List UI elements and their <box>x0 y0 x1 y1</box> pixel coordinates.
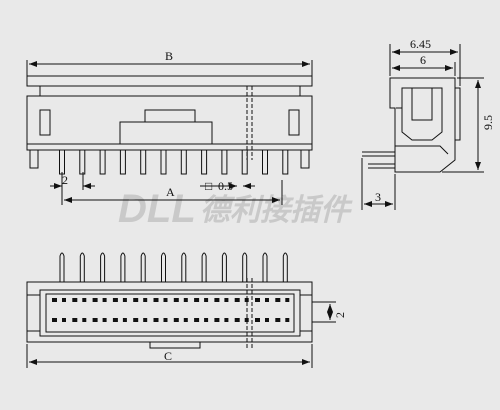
pin-hole <box>82 298 87 302</box>
side-view <box>361 44 484 210</box>
pin-hole <box>224 318 229 322</box>
front-pin <box>241 149 248 175</box>
pin-hole <box>204 318 209 322</box>
pin-hole <box>133 298 139 302</box>
front-view <box>26 60 313 205</box>
dim-height-label: 9.5 <box>481 115 495 130</box>
standing-pin <box>221 252 227 282</box>
watermark-chinese: 德利接插件 <box>200 193 353 228</box>
standing-pin <box>59 252 65 282</box>
pin-hole <box>234 318 240 322</box>
front-pin <box>99 149 106 175</box>
pin-hole <box>214 298 220 302</box>
dim-pin-tail-label: 3 <box>375 190 381 204</box>
pin-hole <box>82 318 87 322</box>
pin-hole <box>153 318 159 322</box>
front-top-bar <box>26 75 313 87</box>
pin-hole <box>275 318 281 322</box>
watermark-brand: DLL <box>118 187 196 231</box>
pin-hole <box>62 298 66 302</box>
standing-pin <box>242 252 248 282</box>
pin-hole <box>244 298 249 302</box>
front-body <box>26 95 313 145</box>
dim-c-label: C <box>164 349 172 363</box>
pin-hole <box>204 298 209 302</box>
front-center-key <box>119 121 213 145</box>
pin-hole <box>112 318 118 322</box>
standing-pin <box>120 252 126 282</box>
pin-hole <box>102 298 107 302</box>
pin-hole <box>194 318 200 322</box>
pin-hole <box>214 318 220 322</box>
pin-hole <box>133 318 139 322</box>
pin-hole <box>143 298 148 302</box>
pin-hole <box>173 318 179 322</box>
pin-hole <box>265 298 269 302</box>
top-standing-pins <box>59 252 288 282</box>
pin-hole <box>52 298 57 302</box>
standing-pin <box>181 252 187 282</box>
pin-hole <box>62 318 66 322</box>
pin-hole <box>285 318 290 322</box>
top-view <box>26 252 336 368</box>
pin-hole <box>265 318 269 322</box>
pin-hole <box>92 318 98 322</box>
dim-a-label: A <box>166 185 175 199</box>
pin-hole <box>163 318 168 322</box>
front-pin <box>221 149 228 175</box>
pin-hole <box>255 318 260 322</box>
pin-hole <box>255 298 260 302</box>
dim-side-width-label: 6 <box>420 53 426 67</box>
dim-row-pitch-label: 2 <box>333 312 347 318</box>
pin-hole <box>52 318 57 322</box>
side-housing <box>389 77 456 173</box>
pin-hole <box>122 318 127 322</box>
pin-hole <box>153 298 159 302</box>
standing-pin <box>262 252 268 282</box>
pin-hole <box>275 298 281 302</box>
dim-side-overall-label: 6.45 <box>410 37 431 51</box>
pin-hole <box>143 318 148 322</box>
standing-pin <box>201 252 207 282</box>
standing-pin <box>161 252 166 282</box>
dim-pin-size-label: 0.5 <box>218 179 233 193</box>
pin-hole <box>163 298 168 302</box>
pin-hole <box>285 298 290 302</box>
dim-b-label: B <box>165 49 173 63</box>
front-pin <box>160 149 167 175</box>
pin-hole <box>102 318 107 322</box>
pin-hole <box>183 318 188 322</box>
pin-hole <box>234 298 240 302</box>
standing-pin <box>282 252 288 282</box>
pin-hole <box>72 298 78 302</box>
standing-pin <box>140 252 146 282</box>
top-bottom-tab <box>149 341 201 349</box>
top-housing <box>26 281 313 343</box>
front-pin <box>282 149 289 175</box>
pin-hole <box>92 298 98 302</box>
pin-hole <box>194 298 200 302</box>
square-symbol: □ <box>205 179 212 193</box>
pin-hole <box>72 318 78 322</box>
watermark: DLL 德利接插件 <box>118 187 353 231</box>
pin-hole <box>112 298 118 302</box>
standing-pin <box>79 252 85 282</box>
pin-hole <box>224 298 229 302</box>
top-pin-holes <box>52 298 290 322</box>
front-pin <box>140 149 147 175</box>
pin-hole <box>244 318 249 322</box>
pin-hole <box>173 298 179 302</box>
front-pin <box>59 149 65 175</box>
front-pin <box>79 149 86 175</box>
front-pin <box>262 149 268 175</box>
front-pin <box>201 149 208 175</box>
pin-hole <box>183 298 188 302</box>
front-pin <box>119 149 126 175</box>
pin-hole <box>122 298 127 302</box>
standing-pin <box>100 252 106 282</box>
front-pin <box>180 149 187 175</box>
front-pins <box>59 149 289 175</box>
dim-pitch-label: 2 <box>62 173 68 187</box>
